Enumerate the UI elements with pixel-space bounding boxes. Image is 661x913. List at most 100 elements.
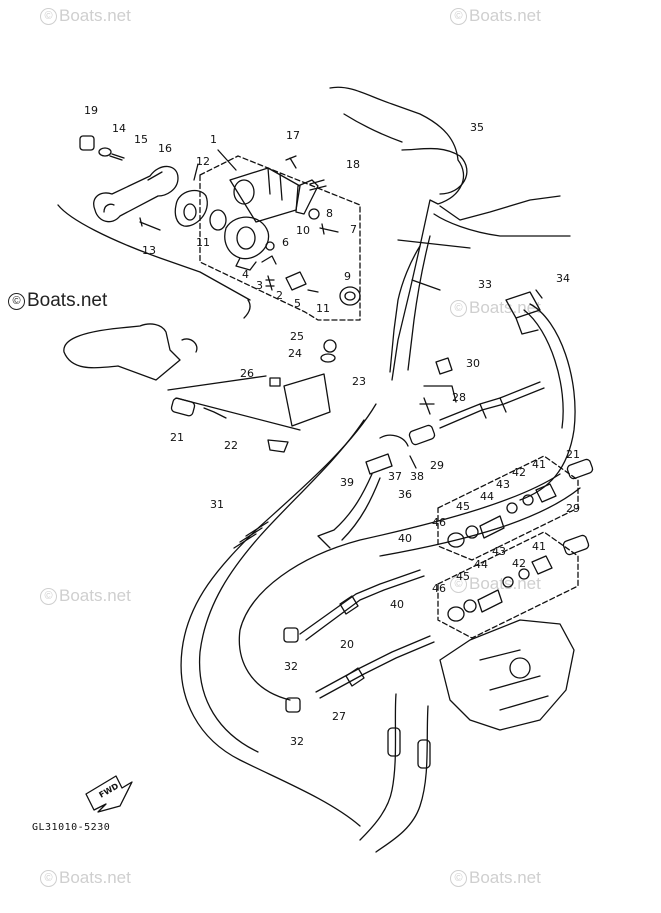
seal-46a	[447, 532, 465, 548]
part-label: 13	[142, 244, 156, 257]
screw-13	[139, 217, 161, 231]
washer-24	[320, 353, 336, 363]
cable-20	[299, 569, 425, 641]
part-labels: 19 14 15 16 1 12 17 18 8 10 7 11 13 6 4 …	[84, 104, 580, 748]
watermark-text: Boats.net	[27, 290, 108, 311]
gasket-12	[174, 189, 208, 227]
part-label: 33	[478, 278, 492, 291]
boot-21b	[566, 458, 594, 480]
bolt-38	[409, 455, 417, 469]
part-label: 45	[456, 500, 470, 513]
boot-29	[408, 424, 436, 446]
part-label: 23	[352, 375, 366, 388]
grip-handle	[93, 165, 179, 223]
part-label: 34	[556, 272, 570, 285]
assembly-1-box	[199, 155, 361, 321]
bolt-34	[535, 289, 543, 299]
sleeve-32	[283, 627, 299, 643]
spring-3	[265, 275, 275, 291]
part-label: 8	[326, 207, 333, 220]
cap-19	[79, 135, 95, 151]
throttle-housing	[229, 167, 301, 223]
nut-25	[323, 339, 337, 353]
part-label: 29	[430, 459, 444, 472]
cable-31	[180, 403, 377, 827]
bolt-18	[309, 179, 327, 191]
part-label: 31	[210, 498, 224, 511]
copyright-icon: ©	[8, 293, 25, 310]
bolt-15	[109, 153, 125, 161]
bolt-28	[419, 397, 435, 415]
part-label: 42	[512, 466, 526, 479]
copyright-icon: ©	[450, 870, 467, 887]
watermark-text: Boats.net	[59, 586, 131, 605]
copyright-icon: ©	[450, 8, 467, 25]
watermark-text: Boats.net	[469, 868, 541, 887]
cable-loop-right	[238, 473, 561, 701]
washer-6	[265, 241, 275, 251]
lower-cable-a	[359, 693, 397, 841]
link-plate-10	[295, 179, 319, 215]
part-label: 18	[346, 158, 360, 171]
part-label: 12	[196, 155, 210, 168]
part-label: 15	[134, 133, 148, 146]
nut-41a	[535, 483, 557, 503]
washer-8	[308, 208, 320, 220]
part-label: 11	[316, 302, 330, 315]
bracket-37	[379, 434, 409, 447]
ring-43a	[506, 502, 518, 514]
part-label: 2	[276, 289, 283, 302]
copyright-icon: ©	[450, 300, 467, 317]
washer-42b	[518, 568, 530, 580]
screw-5	[307, 289, 319, 293]
seal-46b	[447, 606, 465, 622]
kit-40-box-a	[437, 455, 579, 561]
part-label: 21	[566, 448, 580, 461]
sleeve-32b	[285, 697, 301, 713]
part-label: 9	[344, 270, 351, 283]
part-label: 20	[340, 638, 354, 651]
part-label: 1	[210, 133, 217, 146]
collar-11	[209, 209, 227, 231]
throttle-lever	[224, 216, 270, 271]
boot-29b	[562, 534, 590, 556]
part-label: 44	[480, 490, 494, 503]
watermark: ©Boats.net	[450, 868, 541, 888]
part-label: 21	[170, 431, 184, 444]
clamp-23	[283, 373, 331, 427]
part-label: 41	[532, 458, 546, 471]
part-label: 24	[288, 347, 302, 360]
part-label: 39	[340, 476, 354, 489]
cable-rod	[439, 381, 545, 429]
part-label: 22	[224, 439, 238, 452]
part-label: 40	[398, 532, 412, 545]
part-label: 38	[410, 470, 424, 483]
handlebar-outline	[57, 204, 251, 301]
part-label: 29	[566, 502, 580, 515]
watermark: ©Boats.net	[40, 6, 131, 26]
part-label: 45	[456, 570, 470, 583]
fwd-arrow-icon	[85, 775, 133, 813]
part-label: 32	[284, 660, 298, 673]
cable-lines	[167, 375, 301, 431]
bracket-22	[267, 439, 289, 453]
part-label: 19	[84, 104, 98, 117]
part-label: 42	[512, 557, 526, 570]
cable-loop-35	[401, 147, 468, 195]
part-label: 40	[390, 598, 404, 611]
engine-outline	[439, 619, 575, 731]
copyright-icon: ©	[40, 8, 57, 25]
watermark: ©Boats.net	[450, 298, 541, 318]
clip-4	[261, 255, 277, 265]
washer-45a	[465, 525, 479, 539]
lower-cable-end-a	[387, 727, 401, 757]
watermark-text: Boats.net	[59, 6, 131, 25]
part-label: 35	[470, 121, 484, 134]
watermark-text: Boats.net	[469, 6, 541, 25]
fwd-label: FWD	[98, 781, 121, 799]
watermark-text: Boats.net	[59, 868, 131, 887]
part-label: 46	[432, 582, 446, 595]
part-label: 3	[256, 279, 263, 292]
